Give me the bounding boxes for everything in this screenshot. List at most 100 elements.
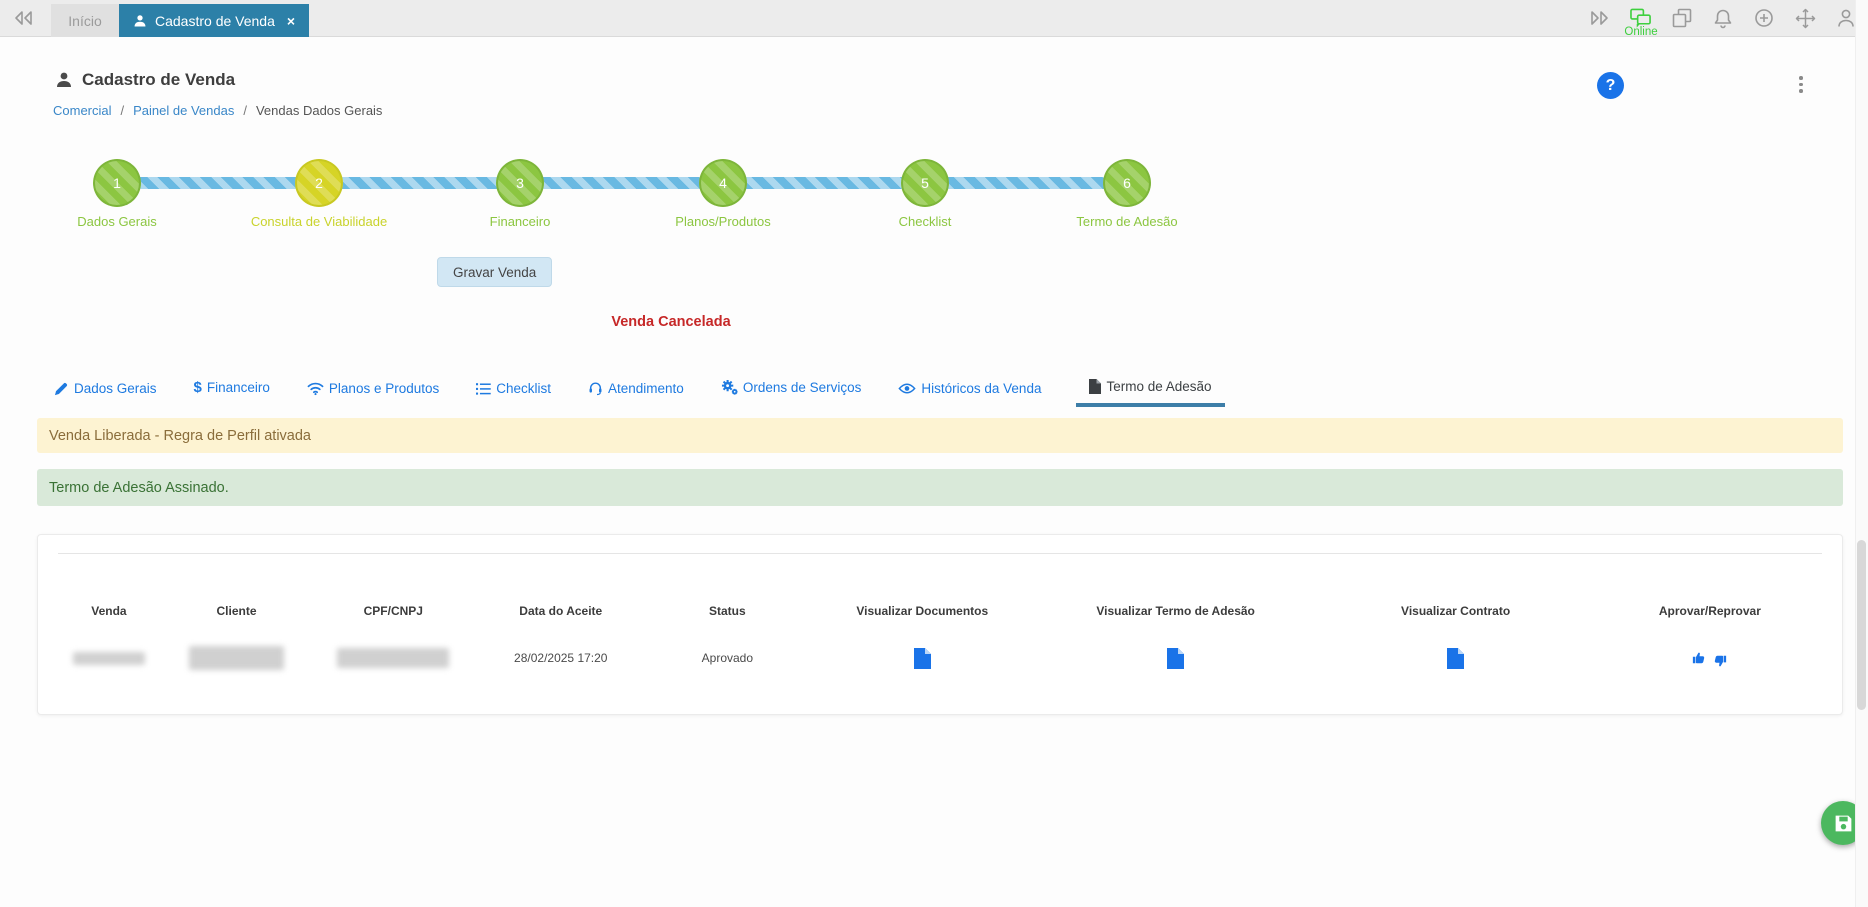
view-termo-de-adesao-button[interactable] [1167, 647, 1185, 669]
cell-visualizar-contrato [1317, 647, 1593, 669]
step-checklist: 5 Checklist [825, 159, 1025, 229]
tab-historicos-da-venda[interactable]: Históricos da Venda [896, 381, 1043, 407]
cell-status: Aprovado [701, 651, 754, 665]
help-button[interactable]: ? [1597, 72, 1624, 99]
column-visualizar-documentos: Visualizar Documentos [856, 604, 989, 618]
redacted-cliente-value [189, 646, 284, 670]
person-icon [134, 14, 146, 26]
sale-cancelled-status: Venda Cancelada [611, 314, 731, 330]
cell-venda [54, 651, 164, 665]
collapse-tabs-button[interactable] [12, 9, 34, 32]
step-6-circle[interactable]: 6 [1103, 159, 1151, 207]
topbar-icon-group: Online [1588, 6, 1858, 38]
duplicate-button[interactable] [1670, 6, 1694, 30]
step-4-circle[interactable]: 4 [699, 159, 747, 207]
breadcrumb-separator: / [243, 103, 247, 118]
circle-plus-icon [1755, 9, 1773, 27]
tab-planos-e-produtos[interactable]: Planos e Produtos [305, 381, 441, 407]
chat-icon [1630, 8, 1651, 28]
chat-button[interactable]: Online [1624, 6, 1658, 38]
step-planos-produtos: 4 Planos/Produtos [623, 159, 823, 229]
column-status: Status [708, 604, 746, 618]
redacted-cpf-cnpj-value [337, 648, 450, 668]
column-aprovar-reprovar: Aprovar/Reprovar [1658, 604, 1761, 618]
step-1-circle[interactable]: 1 [93, 159, 141, 207]
reject-button[interactable] [1713, 654, 1727, 668]
step-3-circle[interactable]: 3 [496, 159, 544, 207]
table-row: 28/02/2025 17:20 Aprovado [54, 633, 1826, 683]
online-status-label: Online [1624, 26, 1658, 38]
breadcrumb-comercial[interactable]: Comercial [53, 103, 112, 118]
content-tabs: Dados Gerais $ Financeiro Planos e Produ… [52, 379, 1225, 407]
notifications-button[interactable] [1711, 6, 1735, 30]
approve-button[interactable] [1692, 651, 1706, 665]
tab-dados-gerais[interactable]: Dados Gerais [52, 381, 159, 407]
step-dados-gerais: 1 Dados Gerais [17, 159, 217, 229]
eye-history-icon [898, 383, 917, 394]
alert-termo-assinado: Termo de Adesão Assinado. [37, 469, 1843, 506]
step-4-label: Planos/Produtos [675, 214, 771, 229]
scrollbar-track[interactable] [1855, 0, 1868, 907]
cell-aprovar-reprovar [1594, 649, 1826, 668]
cell-cpf-cnpj [309, 648, 477, 668]
page-title: Cadastro de Venda [55, 70, 235, 90]
step-6-label: Termo de Adesão [1076, 214, 1178, 229]
fast-forward-button[interactable] [1588, 6, 1612, 30]
tab-ordens-de-servicos[interactable]: Ordens de Serviços [719, 379, 864, 407]
step-3-label: Financeiro [489, 214, 551, 229]
kebab-menu-icon[interactable] [1794, 76, 1808, 96]
termo-de-adesao-card: Venda Cliente CPF/CNPJ Data do Aceite St… [37, 534, 1843, 715]
breadcrumb-painel-de-vendas[interactable]: Painel de Vendas [133, 103, 235, 118]
alert-venda-liberada: Venda Liberada - Regra de Perfil ativada [37, 418, 1843, 453]
scrollbar-thumb[interactable] [1857, 540, 1866, 710]
file-icon [1447, 647, 1465, 669]
stepper-connector [117, 177, 1127, 189]
column-venda: Venda [91, 604, 127, 618]
list-icon [476, 382, 491, 395]
question-mark-icon: ? [1605, 76, 1616, 94]
document-icon [1089, 379, 1102, 394]
step-2-circle[interactable]: 2 [295, 159, 343, 207]
tab-atendimento[interactable]: Atendimento [586, 380, 686, 407]
double-chevron-left-icon [15, 11, 32, 25]
tab-financeiro[interactable]: $ Financeiro [192, 379, 272, 407]
step-2-label: Consulta de Viabilidade [250, 214, 388, 229]
column-cpf-cnpj: CPF/CNPJ [363, 604, 423, 618]
move-button[interactable] [1793, 6, 1817, 30]
cell-data-do-aceite: 28/02/2025 17:20 [514, 651, 608, 665]
breadcrumb-separator: / [120, 103, 125, 118]
close-tab-icon[interactable]: × [286, 12, 296, 29]
copy-icon [1672, 8, 1692, 28]
window-tab-inicio[interactable]: Início [51, 4, 119, 37]
person-icon [57, 72, 71, 87]
gears-icon [721, 379, 738, 395]
view-contrato-button[interactable] [1447, 647, 1465, 669]
user-icon [1838, 9, 1854, 27]
dollar-icon: $ [193, 379, 202, 396]
thumb-up-icon [1693, 652, 1705, 664]
tab-termo-de-adesao[interactable]: Termo de Adesão [1076, 379, 1225, 407]
double-chevron-right-icon [1591, 11, 1608, 25]
profile-button[interactable] [1834, 6, 1858, 30]
add-button[interactable] [1752, 6, 1776, 30]
column-data-do-aceite: Data do Aceite [519, 604, 603, 618]
breadcrumb-current: Vendas Dados Gerais [255, 103, 383, 118]
step-financeiro: 3 Financeiro [420, 159, 620, 229]
breadcrumb: Comercial / Painel de Vendas / Vendas Da… [53, 103, 382, 118]
column-visualizar-termo: Visualizar Termo de Adesão [1096, 604, 1255, 618]
page-title-text: Cadastro de Venda [82, 70, 236, 89]
step-5-label: Checklist [898, 214, 952, 229]
headset-icon [589, 382, 602, 396]
card-divider [58, 553, 1822, 554]
wifi-icon [307, 382, 324, 396]
view-documents-button[interactable] [913, 647, 931, 669]
floppy-disk-icon [1835, 815, 1851, 831]
step-5-circle[interactable]: 5 [901, 159, 949, 207]
tab-checklist[interactable]: Checklist [474, 381, 553, 407]
top-bar: Início Cadastro de Venda × Online [0, 0, 1868, 38]
cell-visualizar-documentos [811, 647, 1034, 669]
save-sale-button[interactable]: Gravar Venda [437, 257, 553, 287]
window-tab-cadastro-de-venda[interactable]: Cadastro de Venda × [119, 4, 310, 37]
thumb-down-icon [1715, 655, 1727, 666]
